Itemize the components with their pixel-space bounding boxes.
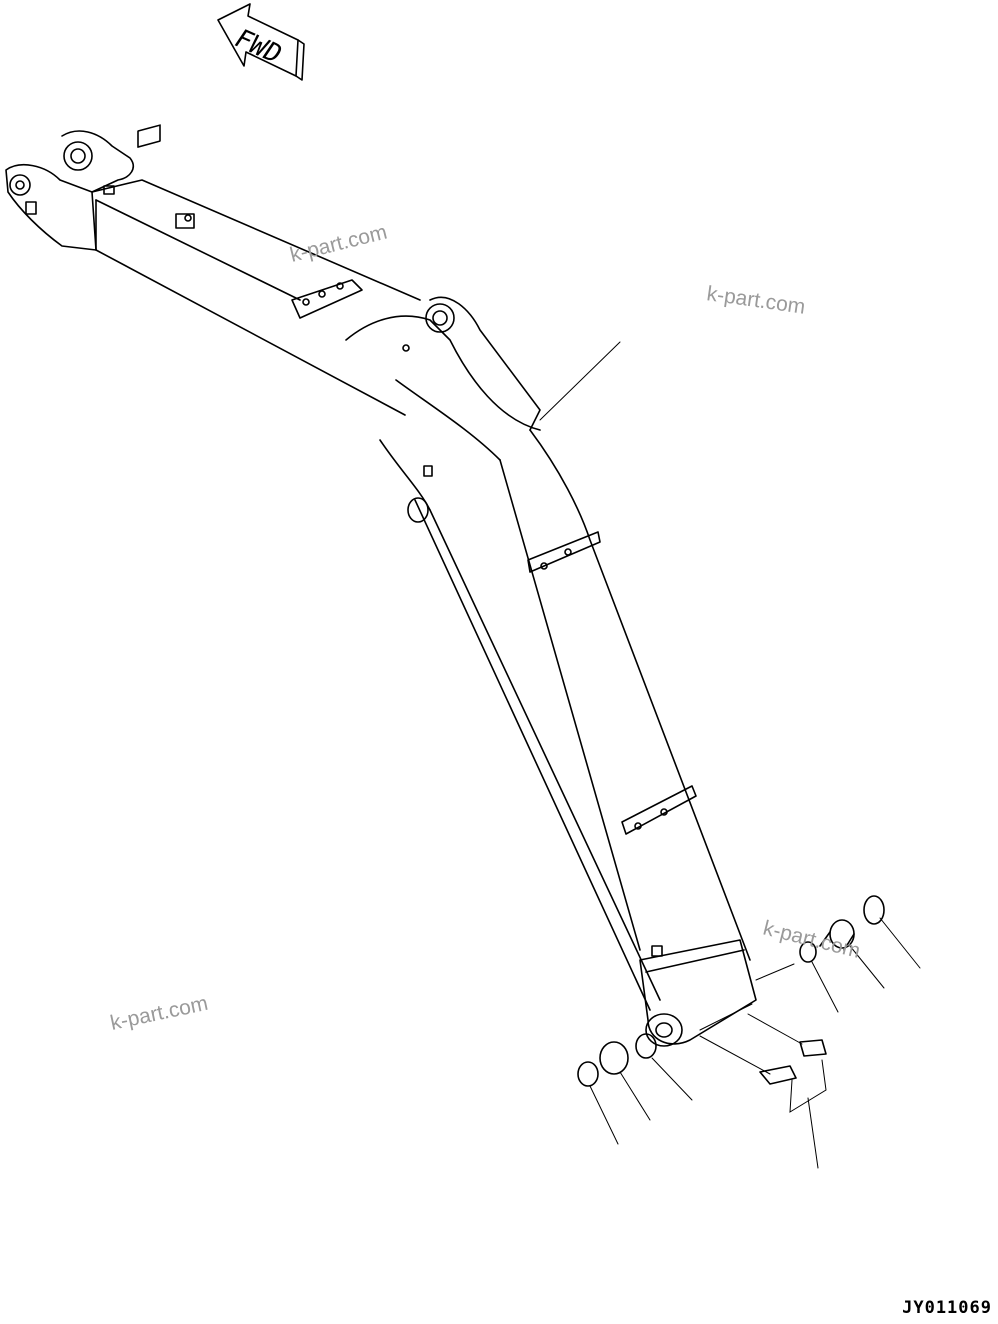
- bushing-set-lower: [577, 1033, 657, 1087]
- watermark-1: k-part.com: [288, 221, 390, 267]
- watermark-4: k-part.com: [108, 992, 210, 1035]
- grease-fittings: [759, 1039, 827, 1085]
- bushing-set-upper: [799, 895, 885, 963]
- fwd-arrow: FWD: [217, 3, 305, 81]
- watermark-3: k-part.com: [761, 917, 863, 963]
- drawing-code: JY011069: [902, 1298, 992, 1318]
- arm-body: [5, 124, 757, 1047]
- leader-lines: [539, 341, 921, 1169]
- watermark-2: k-part.com: [705, 282, 806, 319]
